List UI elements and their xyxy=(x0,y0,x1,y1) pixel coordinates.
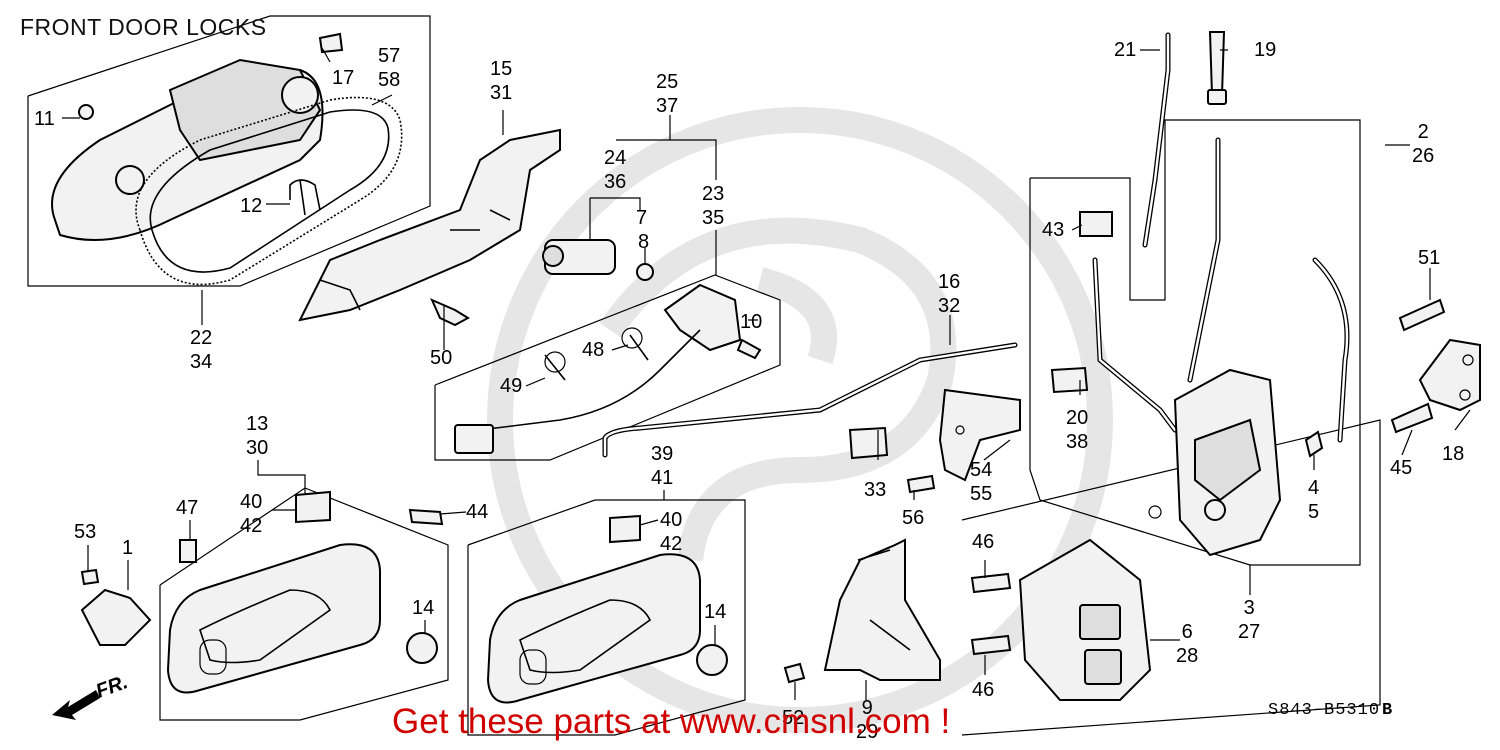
lock-switch-part xyxy=(454,283,742,454)
callout-47: 47 xyxy=(176,497,199,519)
page-title: FRONT DOOR LOCKS xyxy=(20,14,267,40)
diagram-code-number: S843-B5310 xyxy=(1268,701,1381,720)
callout-49: 49 xyxy=(500,375,523,397)
callout-45: 45 xyxy=(1390,457,1413,479)
callout-10: 10 xyxy=(740,311,763,333)
latch-rods-part xyxy=(1092,137,1350,443)
rod-protector-part xyxy=(80,588,152,646)
cable-bracket-part xyxy=(938,388,1021,482)
callout-33: 33 xyxy=(864,479,887,501)
inner-handle-left-part xyxy=(166,543,381,694)
direction-arrow-icon xyxy=(52,690,100,720)
lock-rod-part xyxy=(602,342,1018,458)
group-box-outer-handle xyxy=(27,15,431,287)
outer-handle-part xyxy=(51,58,324,241)
callout-11: 11 xyxy=(34,108,55,130)
promo-link[interactable]: Get these parts at www.cmsnl.com ! xyxy=(392,702,951,741)
callout-51: 51 xyxy=(1418,247,1441,269)
callout-14-right: 14 xyxy=(704,601,727,623)
callout-50: 50 xyxy=(430,347,453,369)
group-box-cylinder xyxy=(434,274,781,461)
lock-cylinder-part xyxy=(542,239,654,281)
handle-clip-part xyxy=(289,179,321,216)
callout-8: 8 xyxy=(638,231,650,253)
callout-46-bottom: 46 xyxy=(972,679,995,701)
callout-17: 17 xyxy=(332,67,355,89)
callout-19: 19 xyxy=(1254,39,1277,61)
callout-44: 44 xyxy=(466,501,489,523)
callout-14-left: 14 xyxy=(412,597,435,619)
callout-46-top: 46 xyxy=(972,531,995,553)
callout-1: 1 xyxy=(122,537,134,559)
callout-48: 48 xyxy=(582,339,605,361)
group-box-actuator xyxy=(961,419,1381,736)
watermark-logo-icon xyxy=(487,107,1113,733)
fasteners-part xyxy=(78,32,1446,684)
callout-53: 53 xyxy=(74,521,97,543)
callout-21: 21 xyxy=(1114,39,1137,61)
inner-handle-right-part xyxy=(486,553,701,704)
callout-12: 12 xyxy=(240,195,263,217)
mounting-bracket-part xyxy=(298,128,561,322)
door-latch-part xyxy=(1148,368,1282,557)
callout-18: 18 xyxy=(1442,443,1465,465)
striker-part xyxy=(1418,338,1481,412)
door-lock-actuator-part xyxy=(1018,538,1152,701)
callout-43: 43 xyxy=(1042,219,1065,241)
rod-holder-part xyxy=(848,426,889,460)
callout-56: 56 xyxy=(902,507,925,529)
leader-lines xyxy=(62,47,1471,700)
rod-end-part xyxy=(1207,31,1227,105)
callout-7: 7 xyxy=(636,207,648,229)
handle-gasket-part xyxy=(135,96,403,286)
group-box-inner-right xyxy=(467,499,746,736)
callout-52: 52 xyxy=(782,707,805,729)
revision-mark: B xyxy=(1382,701,1394,720)
group-box-latch xyxy=(1029,119,1361,566)
actuator-bracket-part xyxy=(823,538,941,681)
lock-rod-upper-part xyxy=(1142,32,1171,248)
